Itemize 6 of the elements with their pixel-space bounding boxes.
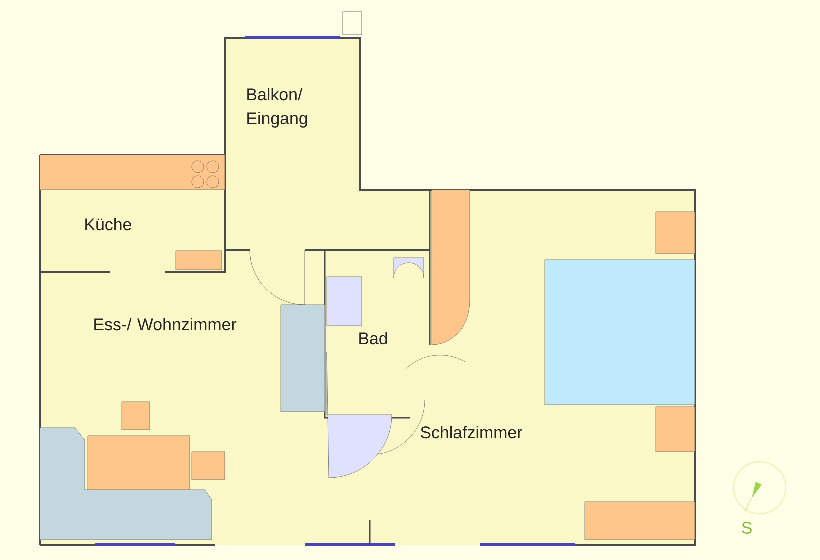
room-label: Küche [86, 218, 132, 231]
room-label: Schlafzimmer [420, 426, 522, 439]
room-label: Bad [360, 332, 388, 345]
compass-letter: S [742, 522, 752, 534]
room-label: Ess-/ Wohnzimmer [94, 318, 237, 331]
room-label: Balkon/ Eingang [248, 88, 308, 128]
